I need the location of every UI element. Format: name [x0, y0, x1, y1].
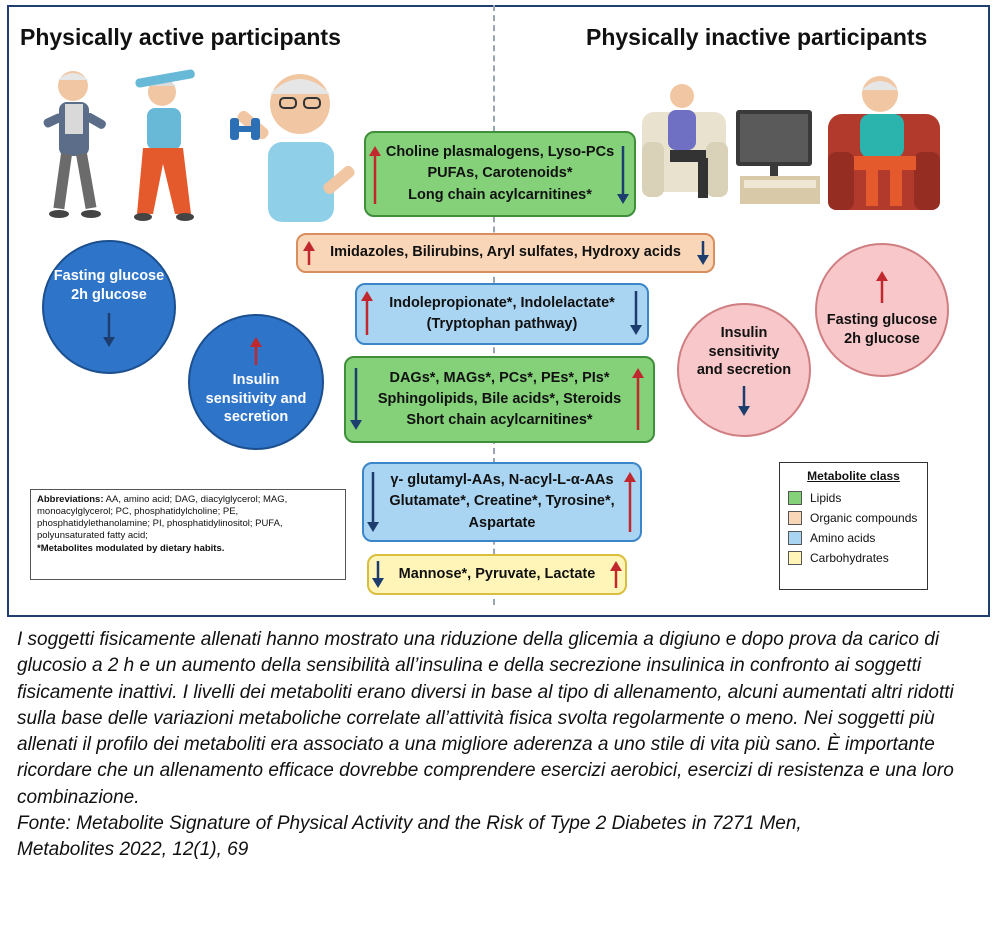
organic-compounds-box: Imidazoles, Bilirubins, Aryl sulfates, H…: [296, 233, 715, 273]
inactive-insulin-line-1: Insulin: [720, 324, 768, 341]
legend-label: Organic compounds: [810, 511, 918, 525]
heading-inactive: Physically inactive participants: [586, 24, 928, 50]
heading-active: Physically active participants: [20, 24, 341, 50]
active-insulin-line-3: secretion: [223, 409, 289, 426]
lipids-bottom-line-1: DAGs*, MAGs*, PCs*, PEs*, PIs*: [389, 369, 610, 386]
caption-source-line-2: Metabolites 2022, 12(1), 69: [17, 839, 249, 861]
abbreviations-box: Abbreviations: AA, amino acid; DAG, diac…: [30, 489, 346, 580]
legend-item: Amino acids: [788, 531, 919, 545]
carbohydrates-box: Mannose*, Pyruvate, Lactate: [367, 554, 627, 595]
armchair-man-icon: [642, 84, 728, 198]
red-armchair-woman-icon: [828, 76, 940, 210]
active-insulin-circle: Insulin sensitivity and secretion: [188, 314, 324, 450]
lipids-top-line-2: PUFAs, Carotenoids*: [427, 165, 573, 182]
active-insulin-line-2: sensitivity and: [205, 390, 307, 407]
inactive-people-illustration: [642, 76, 940, 210]
legend-title: Metabolite class: [807, 469, 900, 483]
abbreviations-text: AA, amino acid; DAG, diacylglycerol; MAG…: [37, 494, 288, 542]
arrow-down-icon: [697, 241, 709, 265]
inactive-glucose-circle: Fasting glucose 2h glucose: [815, 243, 949, 377]
lipids-top-line-3: Long chain acylcarnitines*: [408, 186, 592, 203]
amino-bottom-line-3: Aspartate: [468, 514, 536, 531]
stretching-woman-icon: [134, 69, 195, 221]
arrow-up-icon: [303, 241, 315, 265]
caption-source-line-1: Fonte: Metabolite Signature of Physical …: [17, 813, 802, 835]
inactive-glucose-line-2: 2h glucose: [844, 331, 920, 347]
lipids-bottom-line-2: Sphingolipids, Bile acids*, Steroids: [377, 390, 622, 407]
inactive-insulin-line-3: and secretion: [696, 362, 792, 379]
active-people-illustration: [43, 69, 355, 222]
metabolite-class-legend: Metabolite class Lipids Organic compound…: [779, 462, 928, 590]
legend-label: Amino acids: [810, 531, 876, 545]
legend-item: Organic compounds: [788, 511, 919, 525]
abbreviations-label: Abbreviations:: [37, 494, 104, 505]
active-glucose-line-1: Fasting glucose: [53, 268, 165, 285]
lipids-box-top: Choline plasmalogens, Lyso-PCs PUFAs, Ca…: [364, 131, 636, 217]
arrow-down-icon: [103, 312, 115, 347]
arrow-down-icon: [630, 291, 642, 335]
arrow-up-icon: [632, 368, 644, 430]
active-glucose-line-2: 2h glucose: [71, 287, 147, 303]
amino-acids-box-bottom: γ- glutamyl-AAs, N-acyl-L-α-AAs Glutamat…: [362, 462, 642, 542]
amino-bottom-line-1: γ- glutamyl-AAs, N-acyl-L-α-AAs: [390, 472, 614, 489]
inactive-insulin-circle: Insulin sensitivity and secretion: [677, 303, 811, 437]
arrow-up-icon: [361, 291, 373, 335]
arrow-down-icon: [367, 472, 379, 532]
legend-swatch: [788, 551, 802, 565]
arrow-down-icon: [738, 386, 750, 417]
inactive-glucose-line-1: Fasting glucose: [826, 312, 938, 329]
lipids-bottom-line-3: Short chain acylcarnitines*: [406, 412, 593, 428]
legend-label: Lipids: [810, 491, 842, 505]
legend-label: Carbohydrates: [810, 551, 889, 565]
caption-body: I soggetti fisicamente allenati hanno mo…: [17, 629, 954, 808]
carbs-line-1: Mannose*, Pyruvate, Lactate: [398, 565, 596, 582]
organic-line-1: Imidazoles, Bilirubins, Aryl sulfates, H…: [330, 244, 681, 261]
walking-man-icon: [43, 71, 106, 218]
legend-swatch: [788, 511, 802, 525]
inactive-insulin-line-2: sensitivity: [708, 343, 780, 360]
arrow-up-icon: [876, 271, 888, 304]
amino-trp-line-2: (Tryptophan pathway): [426, 316, 578, 332]
lipids-top-line-1: Choline plasmalogens, Lyso-PCs: [385, 144, 615, 161]
active-insulin-line-1: Insulin: [232, 371, 280, 388]
arrow-up-icon: [369, 146, 381, 204]
legend-item: Lipids: [788, 491, 919, 505]
legend-item: Carbohydrates: [788, 551, 919, 565]
abbreviations-note: *Metabolites modulated by dietary habits…: [37, 542, 225, 554]
caption: I soggetti fisicamente allenati hanno mo…: [17, 627, 987, 864]
television-icon: [736, 110, 820, 204]
amino-acids-tryptophan-box: Indolepropionate*, Indolelactate* (Trypt…: [355, 283, 649, 345]
arrow-down-icon: [372, 561, 384, 588]
active-glucose-circle: Fasting glucose 2h glucose: [42, 240, 176, 374]
dumbbell-man-icon: [230, 74, 355, 222]
arrow-down-icon: [350, 368, 362, 430]
legend-swatch: [788, 531, 802, 545]
arrow-up-icon: [610, 561, 622, 588]
lipids-box-bottom: DAGs*, MAGs*, PCs*, PEs*, PIs* Sphingoli…: [344, 356, 655, 443]
legend-swatch: [788, 491, 802, 505]
arrow-down-icon: [617, 146, 629, 204]
amino-trp-line-1: Indolepropionate*, Indolelactate*: [389, 294, 615, 311]
arrow-up-icon: [250, 336, 262, 365]
arrow-up-icon: [624, 472, 636, 532]
amino-bottom-line-2: Glutamate*, Creatine*, Tyrosine*,: [389, 493, 615, 510]
